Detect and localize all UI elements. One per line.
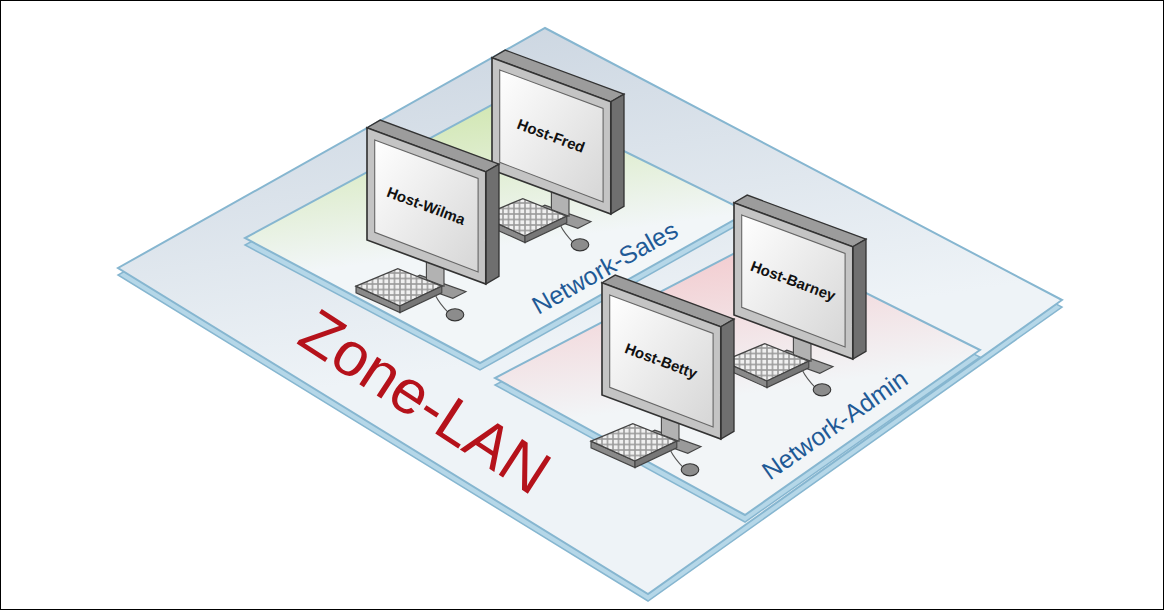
zone-platform: Zone-LANNetwork-SalesHost-WilmaHost-Fred… xyxy=(118,28,1062,600)
host-monitor: Host-Betty xyxy=(591,274,756,494)
monitor-drawing xyxy=(723,194,888,414)
host-monitor: Host-Wilma xyxy=(356,119,521,339)
monitor-drawing xyxy=(481,49,646,269)
monitor-drawing xyxy=(356,119,521,339)
monitor-drawing xyxy=(591,274,756,494)
host-monitor: Host-Barney xyxy=(723,194,888,414)
host-monitor: Host-Fred xyxy=(481,49,646,269)
